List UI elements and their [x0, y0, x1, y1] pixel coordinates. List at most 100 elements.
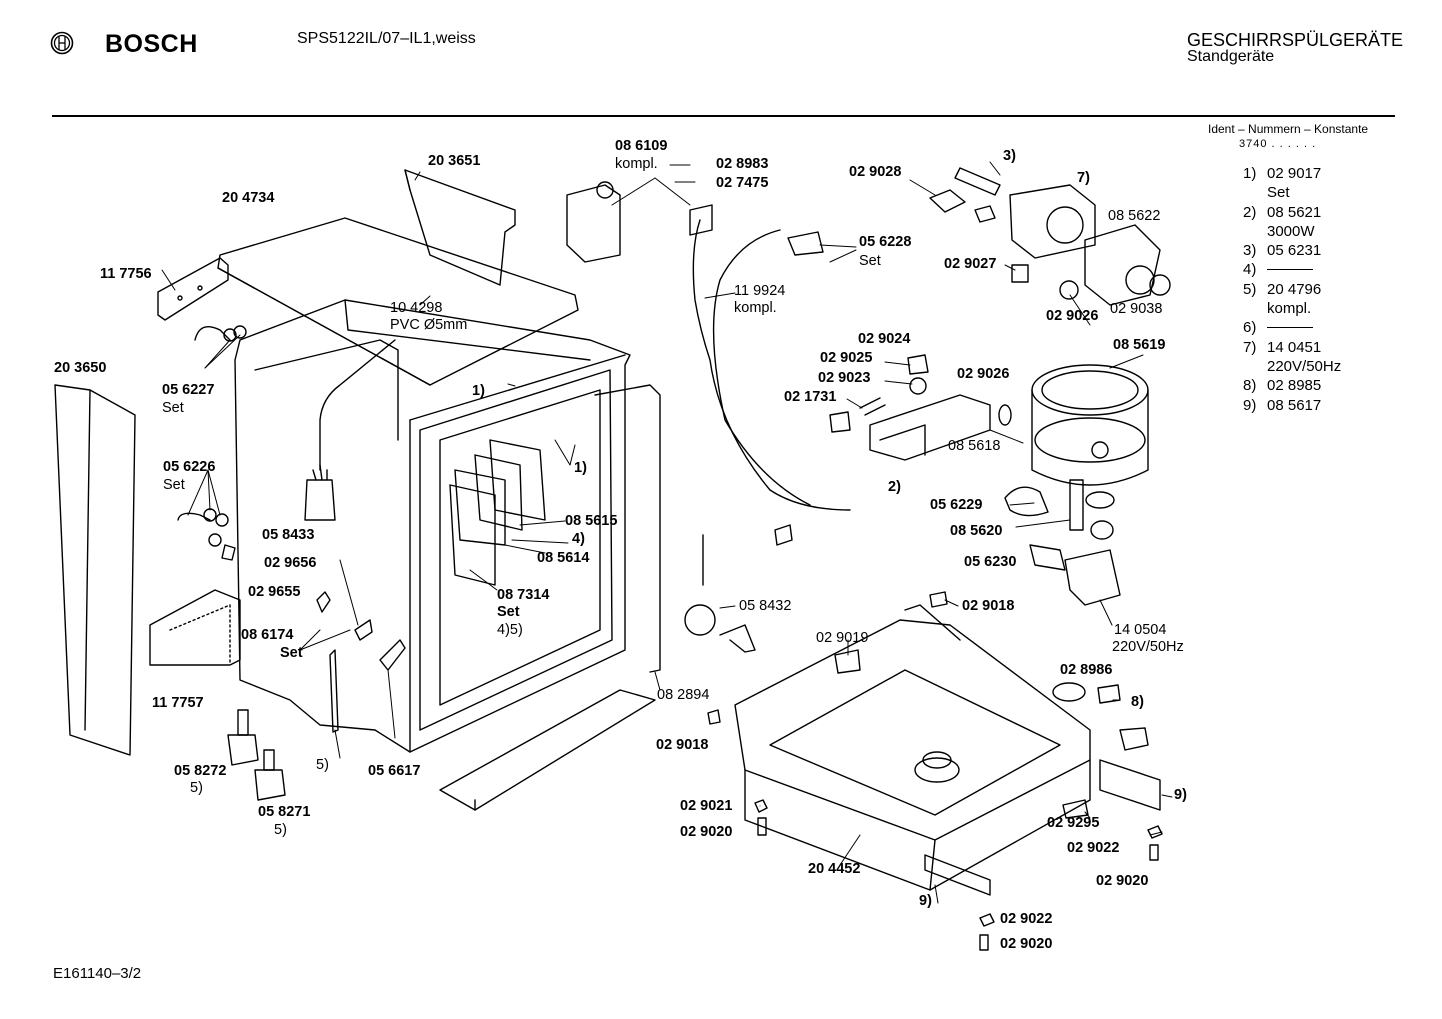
part-label: 08 6109: [615, 138, 668, 154]
legend-row: 8)02 8985: [1243, 377, 1322, 395]
ident-code: 3740 . . . . . .: [1239, 138, 1317, 150]
sump-assembly: [1031, 364, 1149, 540]
part-label: 02 9019: [816, 630, 869, 646]
legend-note: 3000W: [1267, 222, 1315, 240]
part-label: 02 9026: [957, 366, 1010, 382]
part-note: Set: [162, 400, 184, 416]
footnote-ref: 4): [572, 531, 585, 547]
legend-row: 4): [1243, 260, 1341, 279]
part-label: 02 9295: [1047, 815, 1100, 831]
part-note: Set: [859, 253, 881, 269]
part-label: 11 9924: [734, 283, 786, 299]
part-label: 02 9020: [1096, 873, 1149, 889]
air-break-dispenser: [566, 181, 851, 546]
legend-row: 1)02 9017: [1243, 165, 1322, 182]
small-block: [974, 205, 996, 223]
footnote-ref: 5): [190, 780, 203, 796]
part-label: 02 9028: [849, 164, 902, 180]
part-label: 08 5619: [1113, 337, 1166, 353]
part-label: 02 9021: [680, 798, 733, 814]
footnote-ref: 2): [888, 479, 901, 495]
part-label: 02 9655: [248, 584, 301, 600]
part-label: 05 6230: [964, 554, 1017, 570]
part-note: kompl.: [734, 300, 777, 316]
part-label: 11 7757: [152, 695, 204, 711]
leader-lines: [161, 161, 1173, 904]
part-label: 05 8433: [262, 527, 315, 543]
part-label: 02 9022: [1067, 840, 1120, 856]
legend-row: 6): [1243, 318, 1341, 337]
part-label: 05 8272: [174, 763, 227, 779]
part-note: Set: [280, 645, 303, 661]
part-label: 10 4298: [390, 300, 443, 316]
footnote-ref: 3): [1003, 148, 1016, 164]
hose-connector: [787, 231, 824, 256]
footnote-ref: 9): [919, 893, 932, 909]
footnote-ref: 5): [274, 822, 287, 838]
heater-element-tube: [954, 167, 1001, 196]
legend-note: Set: [1267, 184, 1290, 202]
part-label: 02 9038: [1110, 301, 1163, 317]
part-label: 02 9025: [820, 350, 873, 366]
sump-hose-bend: [1004, 486, 1049, 517]
category-subtitle: Standgeräte: [1187, 48, 1275, 65]
legend-row: 9)08 5617: [1243, 396, 1322, 414]
part-label: 20 3650: [54, 360, 107, 376]
part-label: 02 1731: [784, 389, 837, 405]
part-label: 08 5622: [1108, 208, 1161, 224]
float-switch: [684, 604, 756, 653]
part-label: 20 4734: [222, 190, 275, 206]
top-bracket: [157, 257, 229, 321]
cabinet-frame: [234, 299, 631, 753]
part-label: 08 5614: [537, 550, 590, 566]
header-divider: [52, 115, 1395, 117]
legend-note: kompl.: [1267, 300, 1312, 318]
part-label: 02 9020: [680, 824, 733, 840]
footnote-ref: 7): [1077, 170, 1090, 186]
seal-02-9028: [929, 189, 966, 213]
part-note: PVC Ø5mm: [390, 317, 468, 333]
brand-name: BOSCH: [105, 30, 198, 58]
drain-pump: [1029, 544, 1121, 606]
part-label: 02 9026: [1046, 308, 1099, 324]
part-label: 02 9022: [1000, 911, 1053, 927]
pressure-switches: [227, 709, 286, 801]
legend-row: 3)05 6231: [1243, 242, 1322, 260]
door-seal: [594, 384, 661, 673]
part-label: 05 6227: [162, 382, 215, 398]
part-label: 05 8271: [258, 804, 311, 820]
part-label: 20 4452: [808, 861, 861, 877]
footnote-legend: 1)02 9017 Set 2)08 5621 3000W 3)05 6231 …: [1243, 164, 1341, 415]
part-label: 08 5618: [948, 438, 1001, 454]
part-label: 08 7314: [497, 587, 550, 603]
part-label: 08 5620: [950, 523, 1003, 539]
category-title: GESCHIRRSPÜLGERÄTE: [1187, 30, 1404, 50]
part-label: 05 6228: [859, 234, 912, 250]
part-label: 14 0504: [1114, 622, 1167, 638]
document-code: E161140–3/2: [53, 965, 142, 982]
heater-pump-assembly: [1009, 184, 1171, 306]
part-label: 02 9656: [264, 555, 317, 571]
side-panel: [54, 384, 136, 756]
insulation-box: [149, 589, 241, 666]
part-label: 08 5615: [565, 513, 618, 529]
footnote-ref: 4)5): [497, 622, 523, 638]
part-label: 02 9018: [962, 598, 1015, 614]
part-label: 11 7756: [100, 266, 152, 282]
footnote-ref: 8): [1131, 694, 1144, 710]
part-label: 02 9018: [656, 737, 709, 753]
ident-title: Ident – Nummern – Konstante: [1208, 122, 1369, 136]
footnote-ref: 1): [472, 383, 485, 399]
part-label: 02 9024: [858, 331, 911, 347]
part-label: 08 2894: [657, 687, 710, 703]
part-label: 02 8983: [716, 156, 769, 172]
part-note: kompl.: [615, 156, 658, 172]
part-label: 02 8986: [1060, 662, 1113, 678]
small-clips: [316, 591, 406, 733]
part-label: 02 9027: [944, 256, 997, 272]
part-note: Set: [163, 477, 185, 493]
part-label: 05 6226: [163, 459, 216, 475]
part-label: 02 7475: [716, 175, 769, 191]
level-sensor: [304, 464, 336, 521]
footnote-ref: 5): [316, 757, 329, 773]
